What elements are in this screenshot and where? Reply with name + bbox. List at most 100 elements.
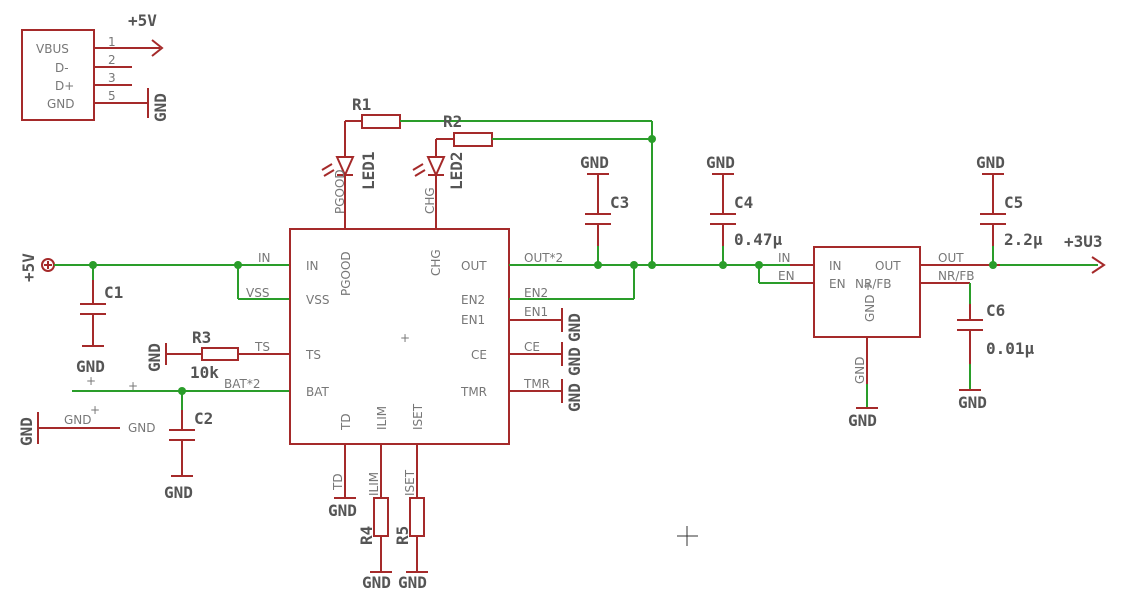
usb-pin-number-1: 1 — [108, 35, 116, 49]
res-label-r1: R1 — [352, 95, 371, 114]
supply-label-5v-top: +5V — [128, 11, 157, 30]
regulator-pin-en: EN — [829, 277, 846, 291]
gnd-label-battery: GND — [17, 417, 36, 446]
usb-pin-dplus: D+ — [55, 79, 74, 93]
cap-label-c4: C4 — [734, 193, 753, 212]
gnd-label-regulator: GND — [848, 411, 877, 430]
resistor-r1 — [361, 114, 401, 129]
charger-pin-en2: EN2 — [461, 293, 485, 307]
net-chg: CHG — [423, 187, 437, 214]
net-reg-out: OUT — [938, 251, 964, 265]
gnd-label-en1: GND — [565, 313, 584, 342]
gnd-label-r5: GND — [398, 573, 427, 592]
led-label-led2: LED2 — [447, 151, 466, 190]
charger-pin-iset: ISET — [411, 403, 425, 430]
usb-pin-vbus: VBUS — [36, 42, 69, 56]
charger-pin-ilim: ILIM — [375, 406, 389, 430]
resistor-r5 — [409, 497, 425, 537]
net-tmr: TMR — [523, 377, 550, 391]
net-out: OUT*2 — [524, 251, 563, 265]
battery-plus-mid: + — [128, 379, 138, 393]
res-label-r3: R3 — [192, 328, 211, 347]
net-iset: ISET — [403, 469, 417, 496]
usb-pin-number-3: 3 — [108, 71, 116, 85]
resistor-r3 — [201, 347, 239, 361]
net-pgood: PGOOD — [333, 169, 347, 214]
gnd-label-c4: GND — [706, 153, 735, 172]
net-ilim: ILIM — [367, 472, 381, 496]
capacitor-c2 — [169, 391, 195, 477]
gnd-label-usb: GND — [151, 93, 170, 122]
cap-value-c4: 0.47μ — [734, 230, 783, 249]
net-in: IN — [258, 251, 271, 265]
net-reg-en: EN — [778, 269, 795, 283]
charger-pin-in: IN — [306, 259, 319, 273]
gnd-label-c6: GND — [958, 393, 987, 412]
charger-pin-ts: TS — [305, 348, 321, 362]
cap-label-c6: C6 — [986, 301, 1005, 320]
charger-pin-en1: EN1 — [461, 313, 485, 327]
charger-pin-ce: CE — [471, 348, 487, 362]
net-bat: BAT*2 — [224, 377, 260, 391]
supply-label-3v3: +3U3 — [1064, 232, 1103, 251]
cap-label-c3: C3 — [610, 193, 629, 212]
charger-pin-vss: VSS — [306, 293, 329, 307]
capacitor-c3 — [585, 173, 611, 265]
led-light-icon — [321, 163, 335, 177]
regulator-pin-in: IN — [829, 259, 842, 273]
charger-pin-out: OUT — [461, 259, 487, 273]
supply-label-5v-in: +5V — [19, 253, 38, 282]
cap-value-c5: 2.2μ — [1004, 230, 1043, 249]
res-value-r3: 10k — [190, 363, 219, 382]
battery-plus-top: + — [86, 374, 96, 388]
net-ce: CE — [524, 340, 540, 354]
res-label-r4: R4 — [357, 526, 376, 545]
net-en1: EN1 — [524, 305, 548, 319]
cap-label-c2: C2 — [194, 409, 213, 428]
gnd-label-c1: GND — [76, 357, 105, 376]
regulator-pin-gnd: GND — [863, 294, 877, 322]
charger-pin-td: TD — [339, 413, 353, 431]
gnd-label-c3: GND — [580, 153, 609, 172]
usb-connector-body — [21, 29, 95, 121]
regulator-origin-mark: + — [863, 279, 873, 293]
res-label-r5: R5 — [393, 526, 412, 545]
led-icon — [426, 156, 446, 178]
led-icon — [335, 156, 355, 178]
net-reg-gnd: GND — [853, 356, 867, 384]
ic-origin-mark: + — [400, 331, 410, 345]
capacitor-c5 — [980, 173, 1006, 265]
cap-value-c6: 0.01μ — [986, 339, 1035, 358]
net-en2: EN2 — [524, 286, 548, 300]
led-label-led1: LED1 — [359, 151, 378, 190]
usb-pin-gnd: GND — [47, 97, 75, 111]
battery-gnd-label: GND — [64, 413, 92, 427]
crosshair-cursor-icon — [677, 526, 698, 546]
net-ts: TS — [254, 340, 270, 354]
gnd-label-td: GND — [328, 501, 357, 520]
charger-pin-pgood: PGOOD — [339, 251, 353, 296]
cap-label-c5: C5 — [1004, 193, 1023, 212]
usb-connector: VBUS D- D+ GND 1 2 3 5 — [21, 29, 160, 121]
battery-gnd-net: GND — [128, 421, 156, 435]
capacitor-c1 — [80, 280, 106, 347]
res-label-r2: R2 — [443, 112, 462, 131]
resistor-r4 — [373, 497, 389, 537]
net-reg-nrfb: NR/FB — [938, 269, 975, 283]
net-vss: VSS — [246, 286, 269, 300]
gnd-label-ce: GND — [565, 347, 584, 376]
charger-ic-body — [289, 228, 510, 445]
regulator-pin-out: OUT — [875, 259, 901, 273]
gnd-label-c5: GND — [976, 153, 1005, 172]
usb-pin-number-5: 5 — [108, 89, 116, 103]
supply-arrow-icon — [151, 39, 164, 57]
usb-pin-number-2: 2 — [108, 53, 116, 67]
led-light-icon — [412, 163, 426, 177]
net-td: TD — [331, 473, 345, 491]
cap-label-c1: C1 — [104, 283, 123, 302]
net-reg-in: IN — [778, 251, 791, 265]
charger-pin-chg: CHG — [429, 249, 443, 276]
capacitor-c4 — [710, 173, 736, 265]
charger-pin-bat: BAT — [306, 385, 330, 399]
